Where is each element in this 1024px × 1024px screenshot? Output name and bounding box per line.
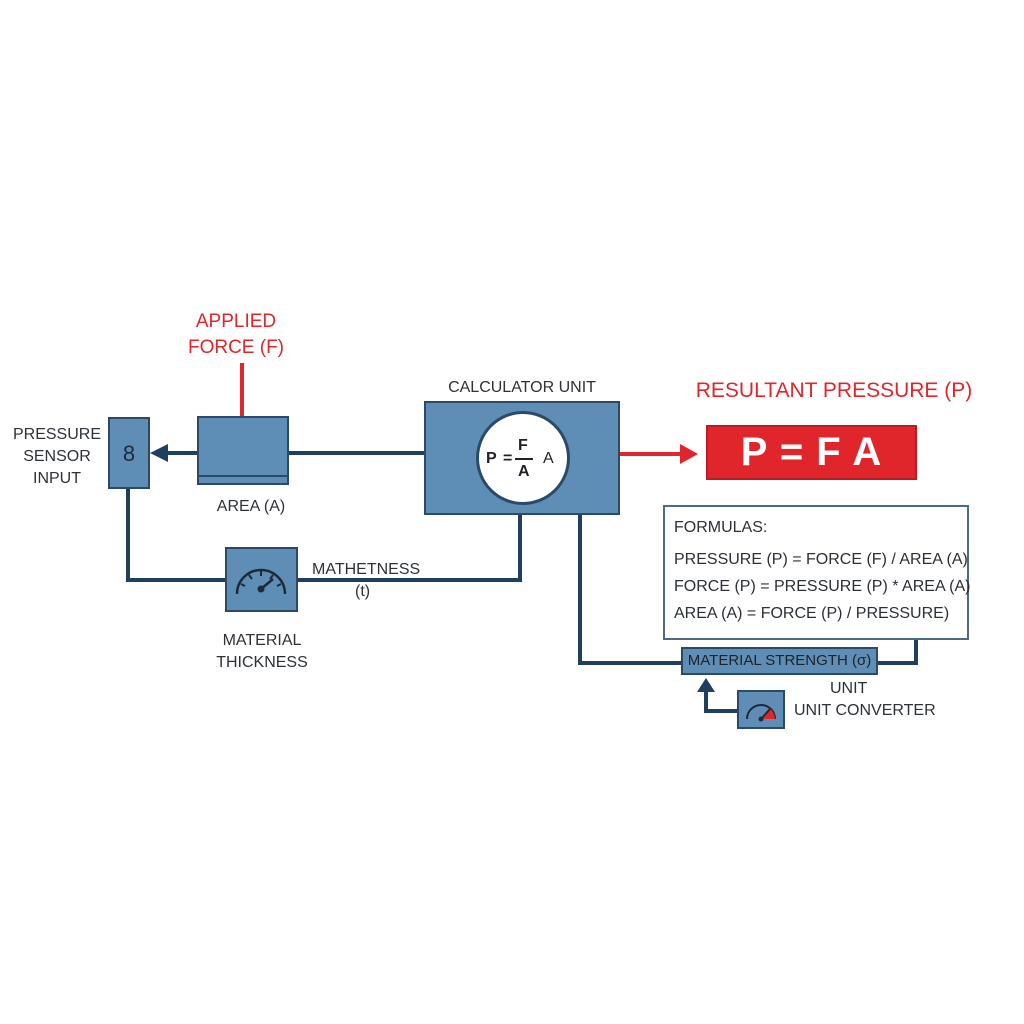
formula-line-2: FORCE (P) = PRESSURE (P) * AREA (A) — [674, 578, 971, 595]
wire-strength-to-panel — [878, 640, 918, 665]
formula-circle: P = F A A — [476, 411, 570, 505]
pressure-sensor-label-line1: PRESSURE — [12, 426, 102, 443]
mathetness-label: MATHETNESS (t) — [312, 559, 432, 603]
gauge-red-icon — [746, 704, 776, 722]
mathetness-label-line1: MATHETNESS — [312, 561, 421, 578]
formula-p: P — [486, 450, 497, 467]
material-thickness-label-line2: THICKNESS — [216, 654, 308, 671]
pressure-sensor-box: 8 — [108, 417, 150, 489]
formula-denominator: A — [518, 463, 530, 480]
gauge-icon — [235, 568, 287, 595]
thickness-gauge-box — [225, 547, 298, 612]
formula-trailing: A — [543, 450, 554, 467]
area-box — [197, 416, 289, 485]
pressure-sensor-label-line2: SENSOR — [23, 448, 91, 465]
pressure-sensor-label: PRESSURE SENSOR INPUT — [8, 424, 106, 490]
calculator-unit-label: CALCULATOR UNIT — [448, 379, 596, 396]
material-thickness-label: MATERIAL THICKNESS — [200, 630, 324, 674]
applied-force-label-line2: FORCE (F) — [187, 337, 285, 358]
unit-label: UNIT — [830, 680, 868, 697]
area-label: AREA (A) — [216, 498, 286, 515]
pressure-sensor-label-line3: INPUT — [33, 470, 81, 487]
formula-equals: = — [503, 450, 513, 467]
wire-calculator-to-strength — [578, 515, 681, 665]
unit-converter-label: UNIT CONVERTER — [794, 702, 936, 719]
digit-display-icon: 8 — [122, 441, 136, 466]
wire-converter-loop — [704, 690, 737, 713]
formula-line-3: AREA (A) = FORCE (P) / PRESSURE) — [674, 605, 950, 622]
arrowhead-to-sensor — [150, 444, 168, 462]
formula-fraction-bar — [515, 458, 533, 460]
result-display: P = F A — [706, 425, 917, 480]
unit-converter-box — [737, 690, 785, 729]
formulas-panel: FORMULAS: PRESSURE (P) = FORCE (F) / ARE… — [663, 505, 971, 640]
area-plate — [199, 475, 287, 477]
converter-arrowhead — [697, 678, 715, 692]
formulas-title: FORMULAS: — [674, 519, 768, 536]
material-thickness-label-line1: MATERIAL — [222, 632, 302, 649]
formula-numerator: F — [518, 437, 528, 454]
material-strength-box: MATERIAL STRENGTH (σ) — [681, 647, 878, 675]
mathetness-label-line2: (t) — [355, 583, 371, 600]
resultant-pressure-label: RESULTANT PRESSURE (P) — [695, 379, 973, 402]
wire-thickness-to-calculator — [298, 515, 522, 582]
applied-force-label: APPLIED FORCE (F) — [180, 309, 292, 361]
formula-line-1: PRESSURE (P) = FORCE (F) / AREA (A) — [674, 551, 968, 568]
applied-force-label-line1: APPLIED — [195, 311, 277, 332]
wire-sensor-to-thickness — [126, 489, 225, 582]
result-arrowhead — [680, 444, 698, 464]
